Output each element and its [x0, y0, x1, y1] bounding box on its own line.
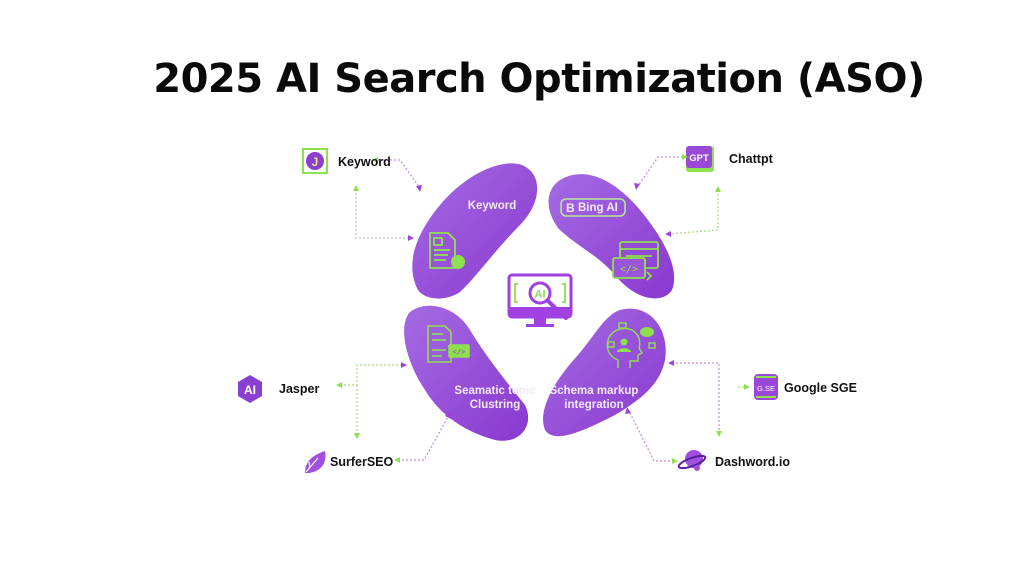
leaf-icon [305, 451, 326, 473]
page-title: 2025 AI Search Optimization (ASO) [153, 56, 925, 102]
svg-text:AI: AI [535, 289, 546, 301]
head-network-icon [606, 322, 656, 368]
j-badge-icon: J [302, 148, 328, 174]
tool-label-keyword: Keyword [338, 155, 391, 169]
svg-text:GPT: GPT [689, 153, 709, 164]
tool-label-jasper: Jasper [279, 382, 320, 396]
blob-label-schema-line1: Schema markup [549, 385, 639, 397]
document-icon [429, 232, 465, 269]
bing-ai-badge: B [560, 198, 626, 217]
ai-hexagon-icon: AI [238, 375, 262, 403]
blob-label-semantic-line2: Clustring [469, 399, 521, 411]
svg-text:B: B [566, 201, 575, 215]
arrowheads [336, 154, 750, 464]
tool-label-dashword: Dashword.io [715, 455, 791, 469]
blob-semantic [404, 305, 529, 441]
tool-label-sge: Google SGE [784, 381, 857, 395]
svg-text:</>: </> [453, 348, 466, 356]
connectors [340, 156, 746, 462]
gse-icon: G.SE [754, 374, 778, 400]
tool-label-chatgpt: Chattpt [729, 152, 773, 166]
svg-text:AI: AI [244, 383, 256, 397]
blob-label-bing: Bing AI [578, 202, 618, 214]
svg-text:</>: </> [620, 264, 638, 275]
code-document-icon: </> [427, 325, 470, 363]
planet-icon [677, 450, 707, 471]
blob-label-semantic-line1: Seamatic topic [454, 385, 536, 397]
gpt-icon: GPT [686, 146, 714, 172]
blob-label-schema-line2: integration [564, 399, 624, 411]
blob-label-semantic: Seamatic topic Clustring [450, 384, 540, 412]
svg-text:J: J [312, 155, 319, 169]
blob-keyword [412, 163, 538, 299]
ai-monitor-search-icon: AI [507, 273, 573, 327]
blob-schema [543, 308, 666, 437]
blob-label-schema: Schema markup integration [548, 384, 640, 412]
svg-text:G.SE: G.SE [757, 384, 775, 393]
blob-label-keyword: Keyword [467, 200, 517, 212]
blob-bing [548, 174, 675, 299]
code-window-icon: </> [612, 241, 659, 281]
tool-label-surfer: SurferSEO [330, 455, 394, 469]
